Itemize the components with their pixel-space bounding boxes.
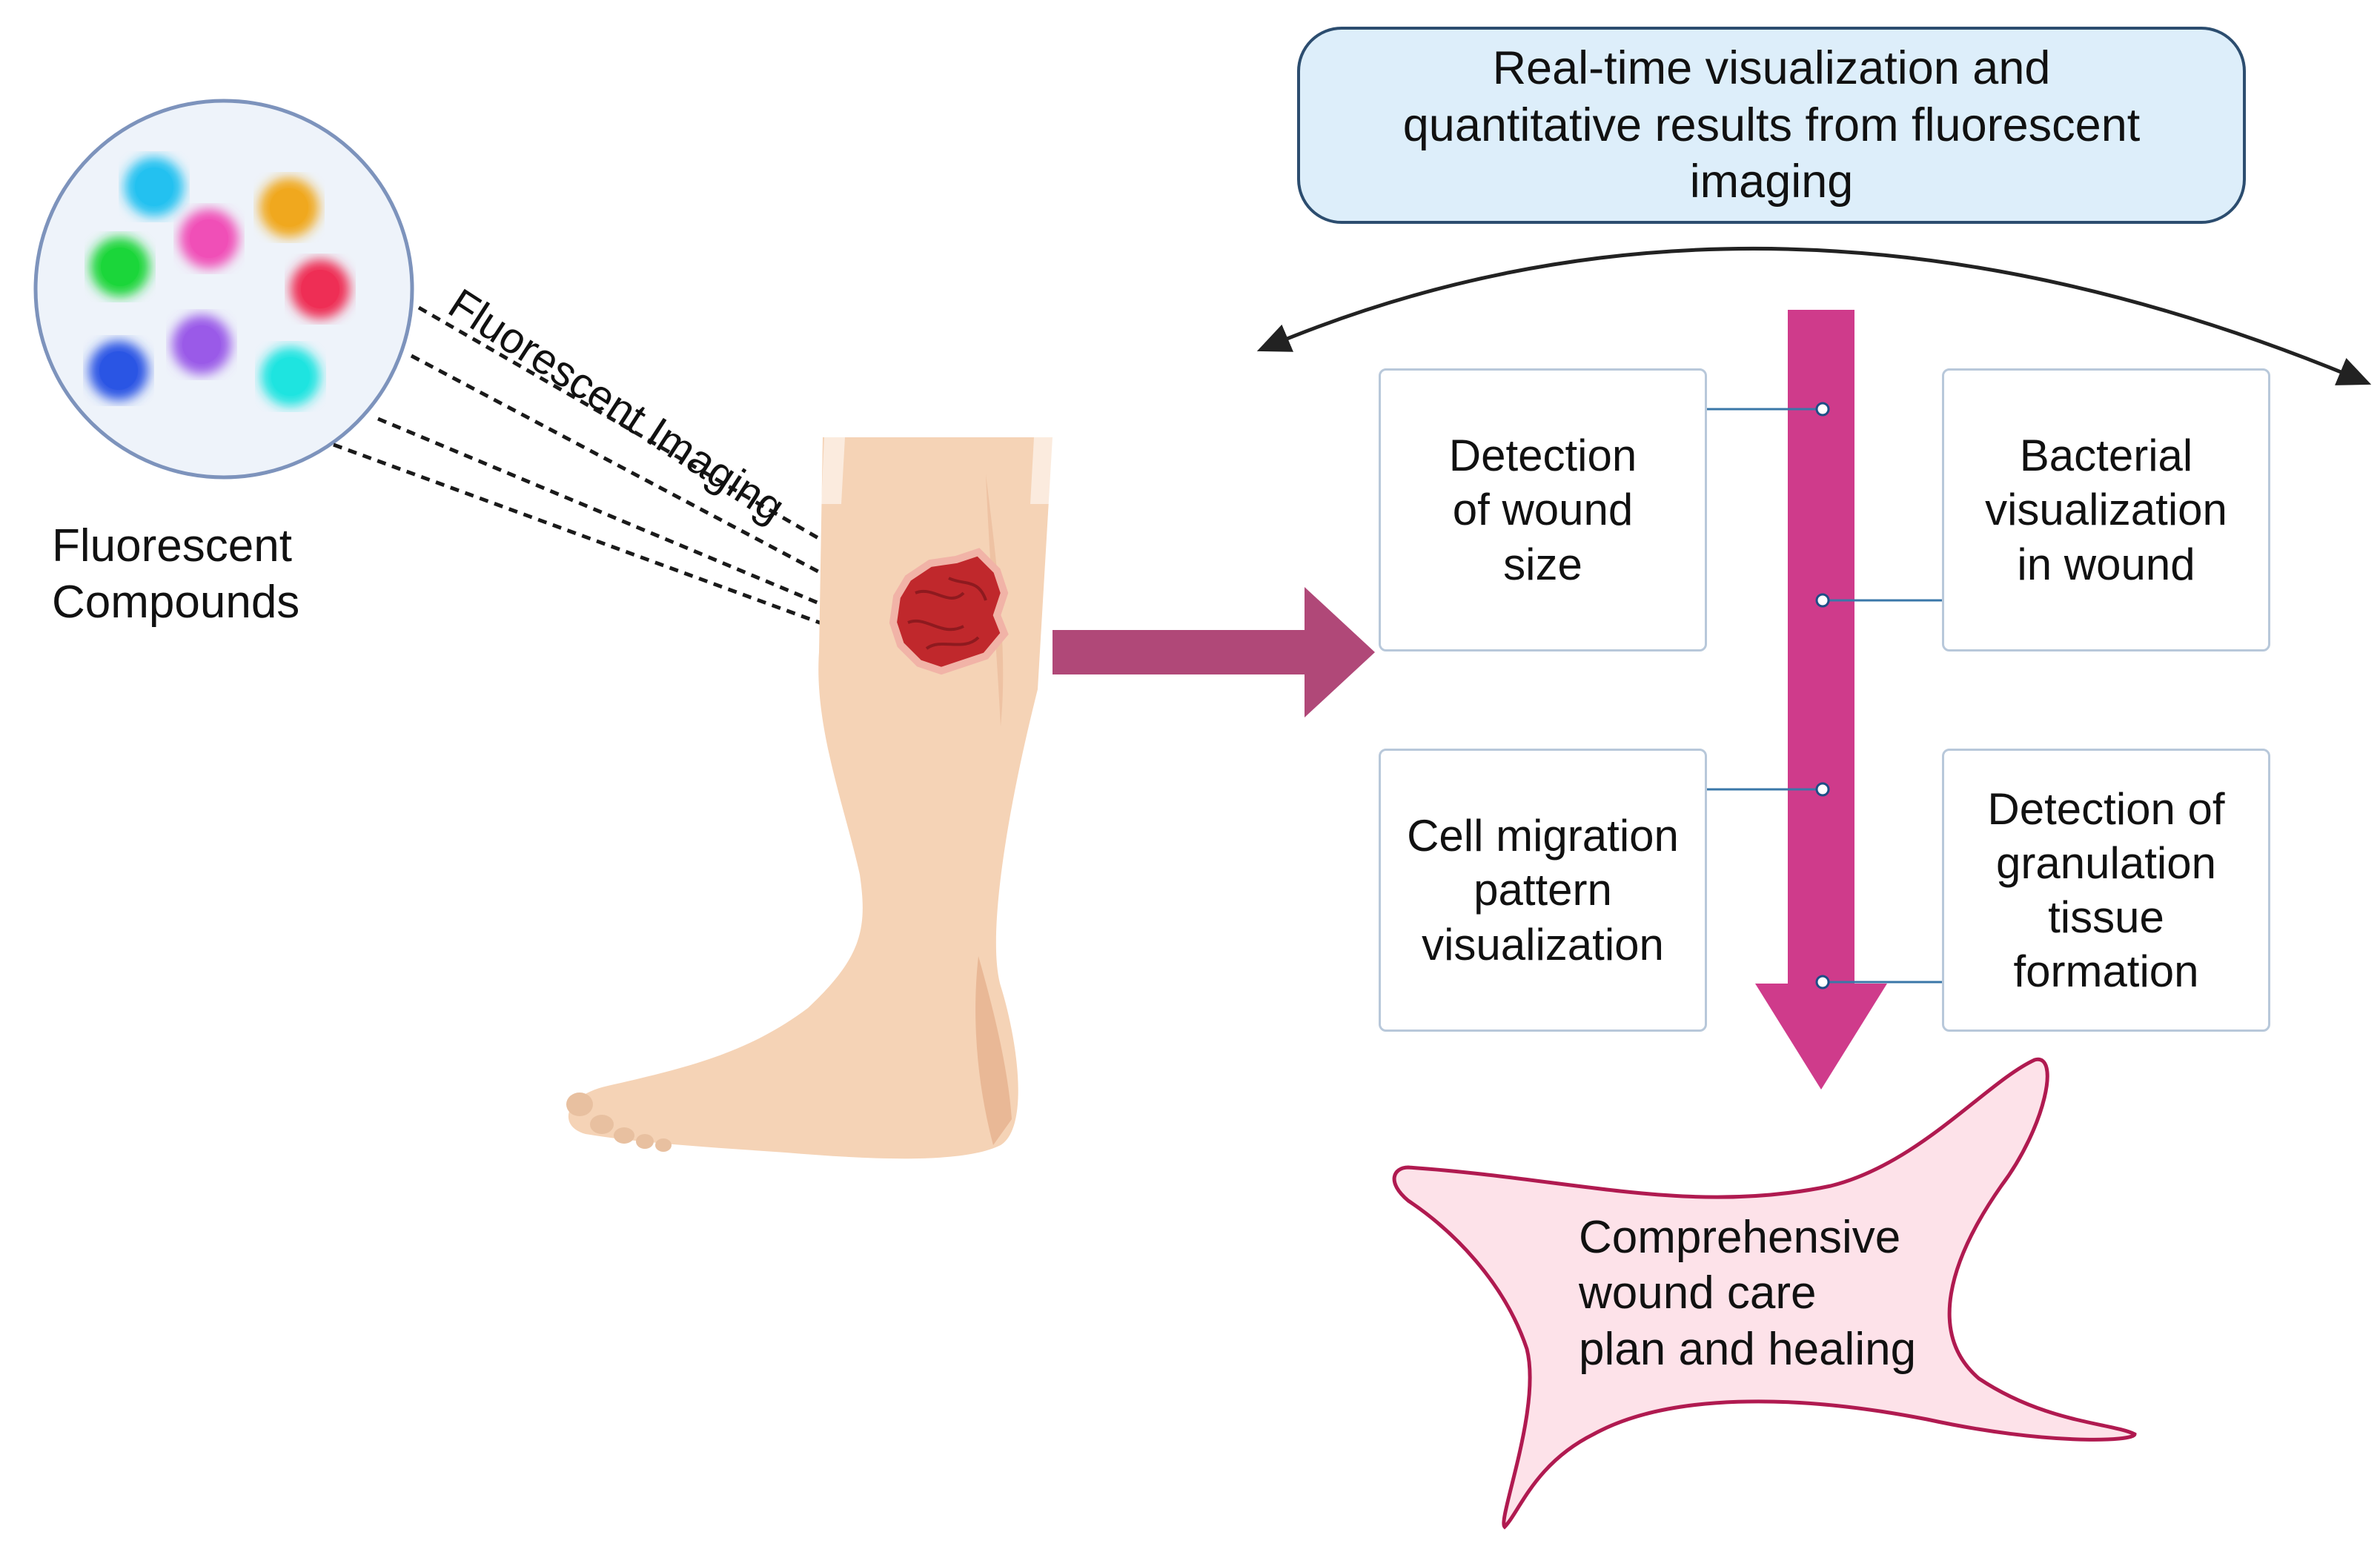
box-granulation [1942,749,2270,1032]
fluorescent-dot-core [101,248,139,286]
outcome-shape [1392,1057,2137,1530]
compounds-label: Fluorescent Compounds [52,520,300,628]
fluorescent-dot-core [99,351,138,390]
box-connectors [1705,402,1942,989]
leg-illustration [566,437,1054,1159]
header-text: Real-time visualization and quantitative… [1402,42,2141,208]
imaging-beams [333,305,902,654]
box-bacterial [1942,368,2270,651]
outcome-text: Comprehensive wound care plan and healin… [1579,1211,1917,1375]
fluorescent-dot-core [190,219,228,258]
box-wound-size-text: Detection of wound size [1448,431,1637,589]
fluorescent-dot-core [135,168,173,206]
box-granulation-text: Detection of granulation tissue formatio… [1987,783,2225,997]
box-wound-size [1379,368,1707,651]
box-bacterial-text: Bacterial visualization in wound [1985,431,2227,589]
right-arrow [1053,587,1375,717]
fluorescent-dot-core [271,357,310,396]
fluorescent-dot-core [270,188,308,227]
box-cell-migration-text: Cell migration pattern visualization [1407,811,1679,969]
wound [889,548,1009,675]
fluorescent-dot-core [301,270,339,308]
fluorescent-dots [89,157,350,406]
header-box [1297,27,2246,224]
central-down-arrow [1755,310,1887,1090]
compound-circle [33,99,414,480]
fluorescent-dot-core [182,325,221,364]
curved-double-arrow [1256,247,2372,385]
box-cell-migration [1379,749,1707,1032]
